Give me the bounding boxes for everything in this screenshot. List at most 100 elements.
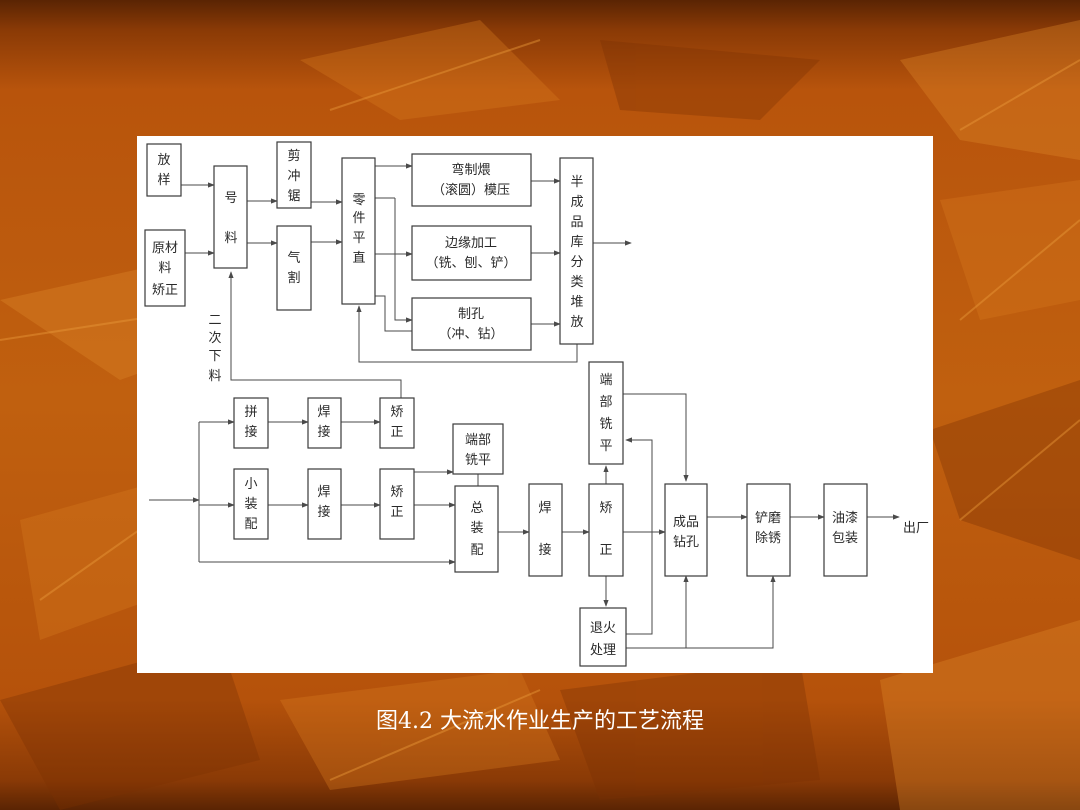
box-label: 装: [244, 497, 257, 512]
box-label: （冲、钻）: [438, 327, 503, 342]
box-label: 铲磨: [755, 511, 781, 526]
box-label: 类: [570, 275, 583, 290]
box-tuihuo-chuli: 退火 处理: [579, 607, 627, 667]
box-bianyuan-jiagong: 边缘加工 （铣、刨、铲）: [411, 225, 532, 281]
box-label: 冲: [287, 169, 300, 184]
box-hanjie-3: 焊 接: [528, 483, 563, 577]
box-label: 料: [158, 261, 171, 276]
side-label: 料: [208, 369, 221, 384]
box-label: 焊: [538, 500, 551, 516]
label-erci-xialiao: 二 次 下 料: [208, 313, 221, 384]
box-label: 品: [570, 215, 583, 230]
connector-lines: [149, 163, 900, 649]
box-label: 料: [224, 231, 237, 246]
box-youqi-baozhuang: 油漆 包装: [823, 483, 868, 577]
box-label: 焊: [317, 404, 330, 420]
box-hanjie-2: 焊 接: [307, 468, 342, 540]
box-jianchongju: 剪 冲 锯: [276, 141, 312, 209]
box-duanbu-xiping-big: 端 部 铣 平: [588, 361, 624, 465]
box-label: 部: [599, 395, 612, 410]
box-label: 装: [470, 521, 483, 536]
box-label: 包装: [832, 531, 858, 546]
box-label: 接: [317, 424, 330, 440]
box-label: 正: [599, 543, 612, 558]
box-label: 接: [317, 504, 330, 520]
box-zhikong: 制孔 （冲、钻）: [411, 297, 532, 351]
box-label: 割: [287, 270, 300, 286]
box-label: 除锈: [755, 531, 781, 546]
box-label: 成: [570, 195, 583, 210]
box-zongzhuangpei: 总 装 配: [454, 485, 499, 573]
box-label: 端部: [465, 433, 491, 448]
side-label: 下: [208, 349, 221, 364]
box-label: 半: [570, 175, 583, 190]
box-hanjie-1: 焊 接: [307, 397, 342, 449]
box-label: 库: [570, 234, 583, 250]
box-label: （铣、刨、铲）: [425, 256, 516, 271]
box-wanzhi: 弯制煨 （滚圆）模压: [411, 153, 532, 207]
box-label: 配: [244, 517, 257, 532]
box-xiaozhuangpei: 小 装 配: [233, 468, 269, 540]
box-label: 接: [244, 424, 257, 440]
box-label: 退火: [590, 621, 616, 636]
box-label: 弯制煨: [451, 162, 490, 178]
box-banchengpin: 半 成 品 库 分 类 堆 放: [559, 157, 594, 345]
box-label: 铣平: [465, 453, 491, 468]
box-label: 矫: [390, 405, 403, 420]
box-label: 焊: [317, 484, 330, 500]
box-label: 制孔: [458, 307, 484, 322]
box-label: 号: [224, 191, 237, 206]
box-label: 矫: [599, 501, 612, 516]
box-label: 小: [244, 477, 257, 492]
box-label: 边缘加工: [445, 236, 497, 251]
box-label: 油漆: [832, 510, 858, 526]
box-lingjian-pingzhi: 零 件 平 直: [341, 157, 376, 305]
box-qige: 气 割: [276, 225, 312, 311]
box-label: 拼: [244, 405, 257, 420]
box-label: 放: [570, 315, 583, 330]
box-label: 处理: [590, 643, 616, 658]
side-label: 次: [208, 330, 221, 346]
box-label: 零: [352, 193, 365, 208]
box-jiaozheng-3: 矫 正: [588, 483, 624, 577]
box-label: 铣: [599, 417, 612, 432]
box-label: 钻孔: [673, 535, 699, 550]
box-label: 样: [157, 173, 170, 188]
box-label: 矫正: [152, 283, 178, 298]
box-label: 总: [470, 501, 483, 516]
box-label: 气: [287, 250, 300, 266]
box-label: 堆: [570, 295, 583, 310]
box-label: 平: [599, 439, 612, 454]
box-label: 成品: [673, 515, 699, 530]
box-label: 端: [599, 373, 612, 388]
side-label: 二: [208, 313, 221, 328]
box-pinjie: 拼 接: [233, 397, 269, 449]
process-flow-diagram: 放 样 原材 料 矫正 号 料 剪 冲 锯 气 割 零 件 平: [144, 141, 929, 667]
box-label: 原材: [152, 241, 178, 256]
box-label: 正: [390, 505, 403, 520]
flowchart-panel: 放 样 原材 料 矫正 号 料 剪 冲 锯 气 割 零 件 平: [137, 136, 933, 673]
box-jiaozheng-2: 矫 正: [379, 468, 415, 540]
box-label: 锯: [287, 189, 300, 204]
box-jiaozheng-1: 矫 正: [379, 397, 415, 449]
box-haoliao: 号 料: [213, 165, 248, 269]
box-label: 正: [390, 425, 403, 440]
box-label: 矫: [390, 485, 403, 500]
box-label: 配: [470, 543, 483, 558]
box-label: 剪: [287, 148, 300, 164]
figure-caption: 图4.2 大流水作业生产的工艺流程: [376, 709, 704, 734]
box-yuancailiao-jiaozheng: 原材 料 矫正: [144, 229, 186, 307]
box-label: （滚圆）模压: [432, 182, 510, 198]
label-chuchang: 出厂: [903, 521, 929, 536]
box-label: 放: [157, 153, 170, 168]
box-label: 平: [352, 231, 365, 246]
box-fangyang: 放 样: [146, 143, 182, 197]
box-chanmo-chuxiu: 铲磨 除锈: [746, 483, 791, 577]
box-chengpin-zuankong: 成品 钻孔: [664, 483, 708, 577]
box-label: 接: [538, 542, 551, 558]
box-label: 分: [570, 255, 583, 270]
box-duanbu-xiping-small: 端部 铣平: [452, 423, 504, 475]
box-label: 直: [352, 251, 365, 266]
box-label: 件: [352, 211, 365, 226]
